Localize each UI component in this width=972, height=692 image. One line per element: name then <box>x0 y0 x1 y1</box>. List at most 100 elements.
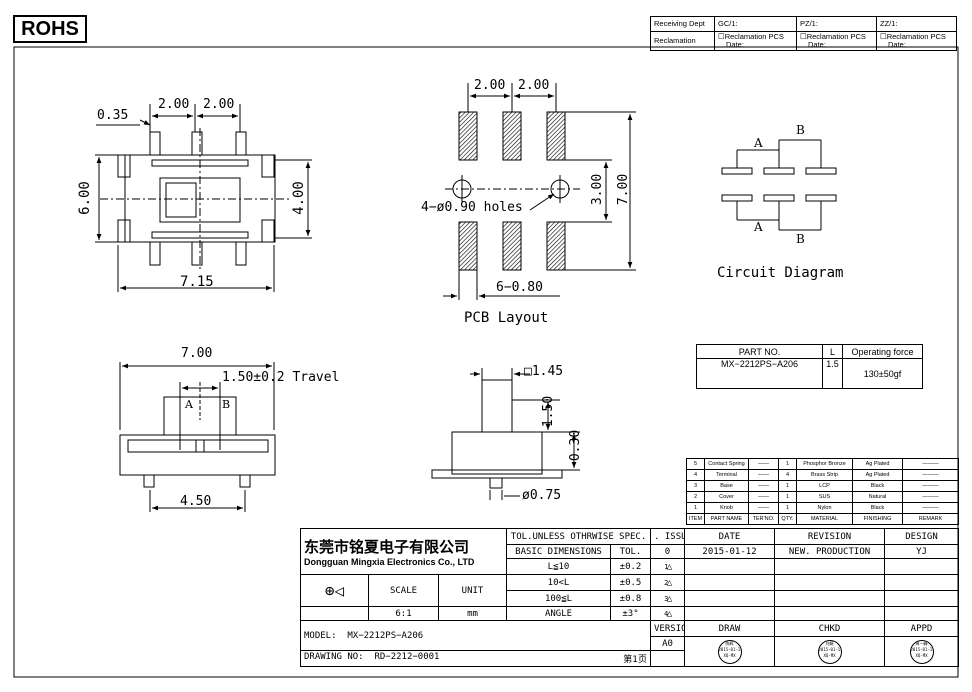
version-value: A0 <box>650 636 686 651</box>
company-name-en: Dongguan Mingxia Electronics Co., LTD <box>304 557 475 567</box>
tol-range: 100≦L <box>506 590 612 607</box>
tol-mark-num: 3 <box>664 594 669 603</box>
front-dim-0-75: ø0.75 <box>522 488 562 503</box>
issu-header: . ISSU. <box>650 528 686 545</box>
bom-cell: 1 <box>778 491 797 503</box>
bom-cell: —— <box>748 469 779 481</box>
bom-cell: Contact Spring <box>704 458 749 470</box>
bom-cell: ——— <box>902 502 959 514</box>
circuit-a-top: A <box>754 136 763 150</box>
tol-range: 10<L <box>506 574 612 591</box>
bom-cell: —— <box>748 458 779 470</box>
drawing-no-cell: DRAWING NO: RD−2212−0001 第1页 <box>299 650 652 667</box>
bom-cell: PART NAME <box>704 513 749 525</box>
bom-cell: 1 <box>686 502 705 514</box>
chkd-header: CHKD <box>774 620 886 637</box>
bom-cell: 2 <box>686 491 705 503</box>
drawing-no-label: DRAWING NO: <box>304 652 364 662</box>
front-dim-0-30: 0.30 <box>568 429 584 462</box>
bom-cell: 4 <box>778 469 797 481</box>
force-header: Operating force <box>842 344 923 359</box>
travel-label: 1.50±0.2 Travel <box>222 370 340 385</box>
projection-symbol-icon: ⊕◁ <box>300 574 369 607</box>
dim-7-15: 7.15 <box>180 274 214 290</box>
pcb-caption: PCB Layout <box>464 310 549 326</box>
l-value: 1.5 <box>822 358 843 389</box>
top-view <box>95 104 312 292</box>
dim-4-00: 4.00 <box>290 181 307 215</box>
scale-value: 6:1 <box>368 606 439 621</box>
pcb-dim-3-00: 3.00 <box>590 173 606 206</box>
bom-cell: ——— <box>902 480 959 492</box>
tol-value: ±0.8 <box>610 590 652 607</box>
tol-range: ANGLE <box>506 606 612 621</box>
sheet-border <box>13 46 959 678</box>
draw-header: DRAW <box>684 620 776 637</box>
page-number: 第1页 <box>623 655 648 665</box>
model-label: MODEL: <box>304 630 337 641</box>
dim-2-00: 2.00 <box>158 97 190 112</box>
date-label: Date: <box>808 40 826 49</box>
l-header: L <box>822 344 843 359</box>
bom-cell: ——— <box>902 458 959 470</box>
pcb-dim-7-00: 7.00 <box>616 173 632 206</box>
dim-6-00: 6.00 <box>76 181 93 215</box>
circuit-b-top: B <box>796 123 805 137</box>
bom-cell: —— <box>748 491 779 503</box>
front-dim-1-50: 1.50 <box>541 395 557 428</box>
tol-mark-num: 2 <box>664 578 669 587</box>
bom-cell: Nylon <box>796 502 853 514</box>
bom-cell: Black <box>852 502 903 514</box>
rohs-label: ROHS <box>13 15 87 43</box>
tol-range: L≦10 <box>506 558 612 575</box>
pcb-holes-label: 4−ø0.90 holes <box>421 200 523 215</box>
side-dim-7-00: 7.00 <box>181 346 213 361</box>
date-header: DATE <box>684 528 776 545</box>
bom-cell: 1 <box>778 458 797 470</box>
company-name-cn: 东莞市铭夏电子有限公司 <box>304 538 470 556</box>
design-header: DESIGN <box>884 528 960 545</box>
tol-value: ±3° <box>610 606 652 621</box>
bom-cell: Base <box>704 480 749 492</box>
scale-header: SCALE <box>368 574 439 607</box>
tol-header: TOL.UNLESS OTHRWISE SPEC. <box>506 528 652 545</box>
rev-design: YJ <box>884 544 960 559</box>
side-b-label: B <box>222 398 231 411</box>
date-label: Date: <box>726 40 744 49</box>
rev-no: 0 <box>650 544 686 559</box>
drawing-no-value: RD−2212−0001 <box>374 652 440 662</box>
side-a-label: A <box>185 398 193 411</box>
rev-date: 2015-01-12 <box>684 544 776 559</box>
bom-cell: —— <box>748 502 779 514</box>
bom-cell: Natural <box>852 491 903 503</box>
tol-mark-num: 1 <box>664 562 669 571</box>
bom-cell: TER'NO. <box>748 513 779 525</box>
pcb-dim-2-00: 2.00 <box>518 78 550 93</box>
reclamation-text: ☐Reclamation PCS <box>800 32 866 41</box>
bom-cell: Brass Strip <box>796 469 853 481</box>
bom-cell: 1 <box>778 480 797 492</box>
tol-value: ±0.2 <box>610 558 652 575</box>
bom-cell: Terminal <box>704 469 749 481</box>
basic-dim-label: BASIC DIMENSIONS <box>506 544 612 559</box>
bom-cell: SUS <box>796 491 853 503</box>
date-label: Date: <box>888 40 906 49</box>
part-no-header: PART NO. <box>696 344 823 359</box>
front-view <box>431 368 580 500</box>
bom-cell: 5 <box>686 458 705 470</box>
bom-cell: FINISHING <box>852 513 903 525</box>
appd-header: APPD <box>884 620 960 637</box>
pcb-pads-label: 6−0.80 <box>496 280 543 295</box>
